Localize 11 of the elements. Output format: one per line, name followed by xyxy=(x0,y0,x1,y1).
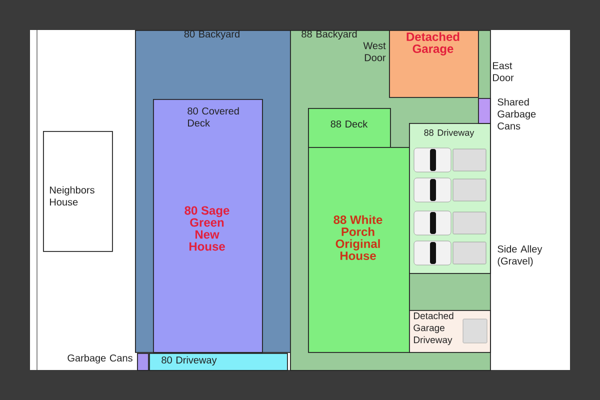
door-label: East Door xyxy=(493,62,514,82)
driveway-strip: 80 Driveway xyxy=(149,353,288,371)
deck-box: 88 Deck xyxy=(308,108,391,148)
garbage-can-area xyxy=(137,353,149,371)
garbage-can-area xyxy=(478,98,491,124)
neighbor-house-box: Neighbors House xyxy=(43,131,113,252)
garage-box: Detached Garage xyxy=(389,30,479,98)
area-label: Garbage Cans xyxy=(68,354,132,364)
area-label: Shared Garbage Cans xyxy=(498,98,536,130)
door-label: West Door xyxy=(363,42,386,62)
house-plan: 80 Covered Deck 80 Sage Green New House xyxy=(153,99,263,353)
